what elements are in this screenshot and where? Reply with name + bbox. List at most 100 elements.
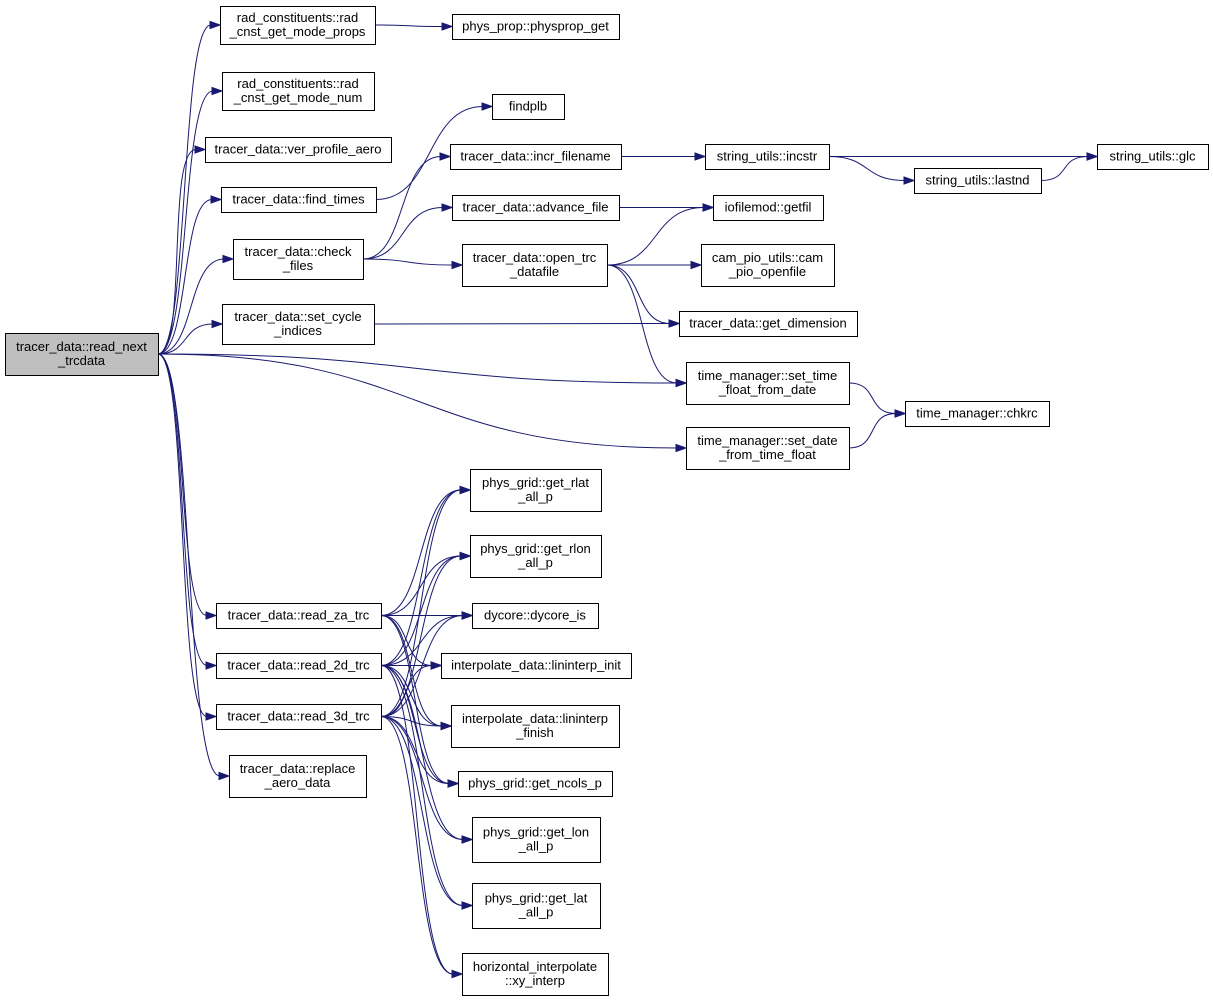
- node-set_date_from_time_float[interactable]: time_manager::set_date_from_time_float: [686, 427, 850, 470]
- node-check_files[interactable]: tracer_data::check_files: [233, 239, 364, 280]
- arrowhead-read_3d_trc-to-get_lat_all_p: [461, 901, 474, 910]
- node-label-findplb-line-0: findplb: [509, 99, 547, 114]
- node-label-chkrc-line-0: time_manager::chkrc: [916, 406, 1038, 421]
- node-open_trc_datafile[interactable]: tracer_data::open_trc_datafile: [462, 244, 608, 287]
- node-rad_cnst_get_mode_props[interactable]: rad_constituents::rad_cnst_get_mode_prop…: [220, 6, 376, 45]
- arrowhead-incr_filename-to-incstr: [694, 152, 707, 161]
- node-box-read_2d_trc: [216, 653, 382, 679]
- arrowhead-open_trc_datafile-to-set_time_float_from_date: [675, 378, 688, 388]
- node-label-check_files-line-0: tracer_data::check: [245, 244, 352, 259]
- node-getfil[interactable]: iofilemod::getfil: [713, 195, 824, 221]
- node-incr_filename[interactable]: tracer_data::incr_filename: [450, 144, 622, 170]
- node-box-read_za_trc: [216, 603, 382, 629]
- node-get_lat_all_p[interactable]: phys_grid::get_lat_all_p: [472, 883, 601, 929]
- node-findplb[interactable]: findplb: [492, 94, 565, 120]
- edge-check_files-to-advance_file: [362, 207, 444, 260]
- edge-read_2d_trc-to-get_rlat_all_p: [380, 489, 462, 666]
- node-read_2d_trc[interactable]: tracer_data::read_2d_trc: [216, 653, 382, 679]
- node-label-read_za_trc-line-0: tracer_data::read_za_trc: [228, 608, 370, 623]
- arrowhead-read_3d_trc-to-dycore_is: [461, 611, 474, 620]
- node-box-lininterp_init: [441, 653, 632, 679]
- node-box-get_ncols_p: [458, 771, 613, 797]
- node-label-get_lon_all_p-line-1: _all_p: [518, 839, 554, 854]
- edge-find_times-to-findplb: [375, 106, 484, 200]
- arrowhead-read_3d_trc-to-get_ncols_p: [447, 779, 460, 788]
- edge-read_2d_trc-to-lininterp_finish: [380, 665, 443, 727]
- node-label-set_time_float_from_date-line-1: _float_from_date: [718, 382, 817, 397]
- node-read_3d_trc[interactable]: tracer_data::read_3d_trc: [216, 704, 382, 730]
- node-lininterp_finish[interactable]: interpolate_data::lininterp_finish: [451, 705, 620, 748]
- arrowhead-read_next_trcdata-to-read_3d_trc: [205, 712, 218, 721]
- node-box-dycore_is: [472, 603, 599, 629]
- node-label-replace_aero_data-line-0: tracer_data::replace: [240, 761, 356, 776]
- node-read_za_trc[interactable]: tracer_data::read_za_trc: [216, 603, 382, 629]
- node-read_next_trcdata[interactable]: tracer_data::read_next_trcdata: [5, 333, 159, 376]
- node-set_time_float_from_date[interactable]: time_manager::set_time_float_from_date: [686, 362, 850, 405]
- node-get_rlat_all_p[interactable]: phys_grid::get_rlat_all_p: [470, 469, 602, 512]
- node-find_times[interactable]: tracer_data::find_times: [221, 187, 377, 213]
- node-set_cycle_indices[interactable]: tracer_data::set_cycle_indices: [222, 304, 375, 345]
- node-box-lastnd: [914, 168, 1042, 194]
- node-label-read_next_trcdata-line-0: tracer_data::read_next: [16, 339, 147, 354]
- node-lininterp_init[interactable]: interpolate_data::lininterp_init: [441, 653, 632, 679]
- node-label-get_lon_all_p-line-0: phys_grid::get_lon: [483, 825, 589, 840]
- node-get_rlon_all_p[interactable]: phys_grid::get_rlon_all_p: [470, 535, 602, 578]
- edge-read_next_trcdata-to-set_time_float_from_date: [157, 353, 678, 384]
- node-replace_aero_data[interactable]: tracer_data::replace_aero_data: [229, 755, 367, 798]
- node-label-incr_filename-line-0: tracer_data::incr_filename: [460, 149, 610, 164]
- arrowhead-read_3d_trc-to-lininterp_init: [430, 661, 443, 670]
- arrowhead-check_files-to-incr_filename: [439, 152, 452, 161]
- node-label-xy_interp-line-0: horizontal_interpolate: [473, 959, 597, 974]
- arrowhead-read_next_trcdata-to-rad_cnst_get_mode_props: [209, 20, 222, 30]
- node-glc[interactable]: string_utils::glc: [1097, 144, 1209, 170]
- node-get_ncols_p[interactable]: phys_grid::get_ncols_p: [458, 771, 613, 797]
- arrowhead-read_next_trcdata-to-check_files: [222, 254, 235, 264]
- edge-read_next_trcdata-to-find_times: [157, 199, 213, 355]
- node-lastnd[interactable]: string_utils::lastnd: [914, 168, 1042, 194]
- node-rad_cnst_get_mode_num[interactable]: rad_constituents::rad_cnst_get_mode_num: [222, 72, 375, 111]
- node-xy_interp[interactable]: horizontal_interpolate::xy_interp: [462, 953, 609, 996]
- node-ver_profile_aero[interactable]: tracer_data::ver_profile_aero: [205, 137, 392, 163]
- node-label-glc-line-0: string_utils::glc: [1110, 149, 1196, 164]
- node-get_lon_all_p[interactable]: phys_grid::get_lon_all_p: [472, 817, 601, 863]
- arrowhead-read_next_trcdata-to-rad_cnst_get_mode_num: [211, 86, 224, 96]
- node-label-incstr-line-0: string_utils::incstr: [717, 149, 818, 164]
- node-label-set_cycle_indices-line-0: tracer_data::set_cycle: [234, 309, 361, 324]
- node-box-advance_file: [452, 195, 620, 221]
- edge-read_za_trc-to-get_rlat_all_p: [380, 489, 462, 616]
- edge-check_files-to-incr_filename: [362, 156, 442, 260]
- node-label-read_next_trcdata-line-1: _trcdata: [57, 353, 106, 368]
- edge-open_trc_datafile-to-get_dimension: [606, 264, 671, 324]
- node-label-set_cycle_indices-line-1: _indices: [273, 323, 322, 338]
- node-label-physprop_get-line-0: phys_prop::physprop_get: [462, 19, 609, 34]
- node-advance_file[interactable]: tracer_data::advance_file: [452, 195, 620, 221]
- edges-layer: [157, 20, 1099, 979]
- edge-read_next_trcdata-to-set_cycle_indices: [157, 323, 214, 355]
- node-label-rad_cnst_get_mode_props-line-0: rad_constituents::rad: [237, 10, 358, 25]
- node-label-get_rlat_all_p-line-1: _all_p: [517, 489, 553, 504]
- edge-read_next_trcdata-to-read_2d_trc: [157, 353, 208, 666]
- node-label-get_rlon_all_p-line-0: phys_grid::get_rlon: [480, 541, 591, 556]
- node-chkrc[interactable]: time_manager::chkrc: [905, 401, 1050, 427]
- node-label-get_lat_all_p-line-0: phys_grid::get_lat: [485, 891, 588, 906]
- node-incstr[interactable]: string_utils::incstr: [705, 144, 830, 170]
- node-label-open_trc_datafile-line-0: tracer_data::open_trc: [473, 250, 597, 265]
- arrowhead-read_next_trcdata-to-find_times: [210, 195, 223, 204]
- node-cam_pio_openfile[interactable]: cam_pio_utils::cam_pio_openfile: [701, 244, 835, 287]
- edge-read_3d_trc-to-lininterp_init: [380, 665, 433, 717]
- node-get_dimension[interactable]: tracer_data::get_dimension: [679, 311, 858, 337]
- node-label-rad_cnst_get_mode_props-line-1: _cnst_get_mode_props: [229, 24, 366, 39]
- arrowhead-open_trc_datafile-to-cam_pio_openfile: [690, 260, 703, 270]
- node-label-get_ncols_p-line-0: phys_grid::get_ncols_p: [468, 776, 602, 791]
- node-label-xy_interp-line-1: ::xy_interp: [505, 973, 565, 988]
- node-box-get_lat_all_p: [472, 883, 601, 929]
- node-box-open_trc_datafile: [462, 244, 608, 287]
- node-dycore_is[interactable]: dycore::dycore_is: [472, 603, 599, 629]
- node-label-advance_file-line-0: tracer_data::advance_file: [463, 200, 609, 215]
- node-box-set_time_float_from_date: [686, 362, 850, 405]
- node-box-replace_aero_data: [229, 755, 367, 798]
- arrowhead-read_next_trcdata-to-read_za_trc: [205, 611, 218, 620]
- node-box-set_date_from_time_float: [686, 427, 850, 470]
- node-physprop_get[interactable]: phys_prop::physprop_get: [452, 14, 620, 40]
